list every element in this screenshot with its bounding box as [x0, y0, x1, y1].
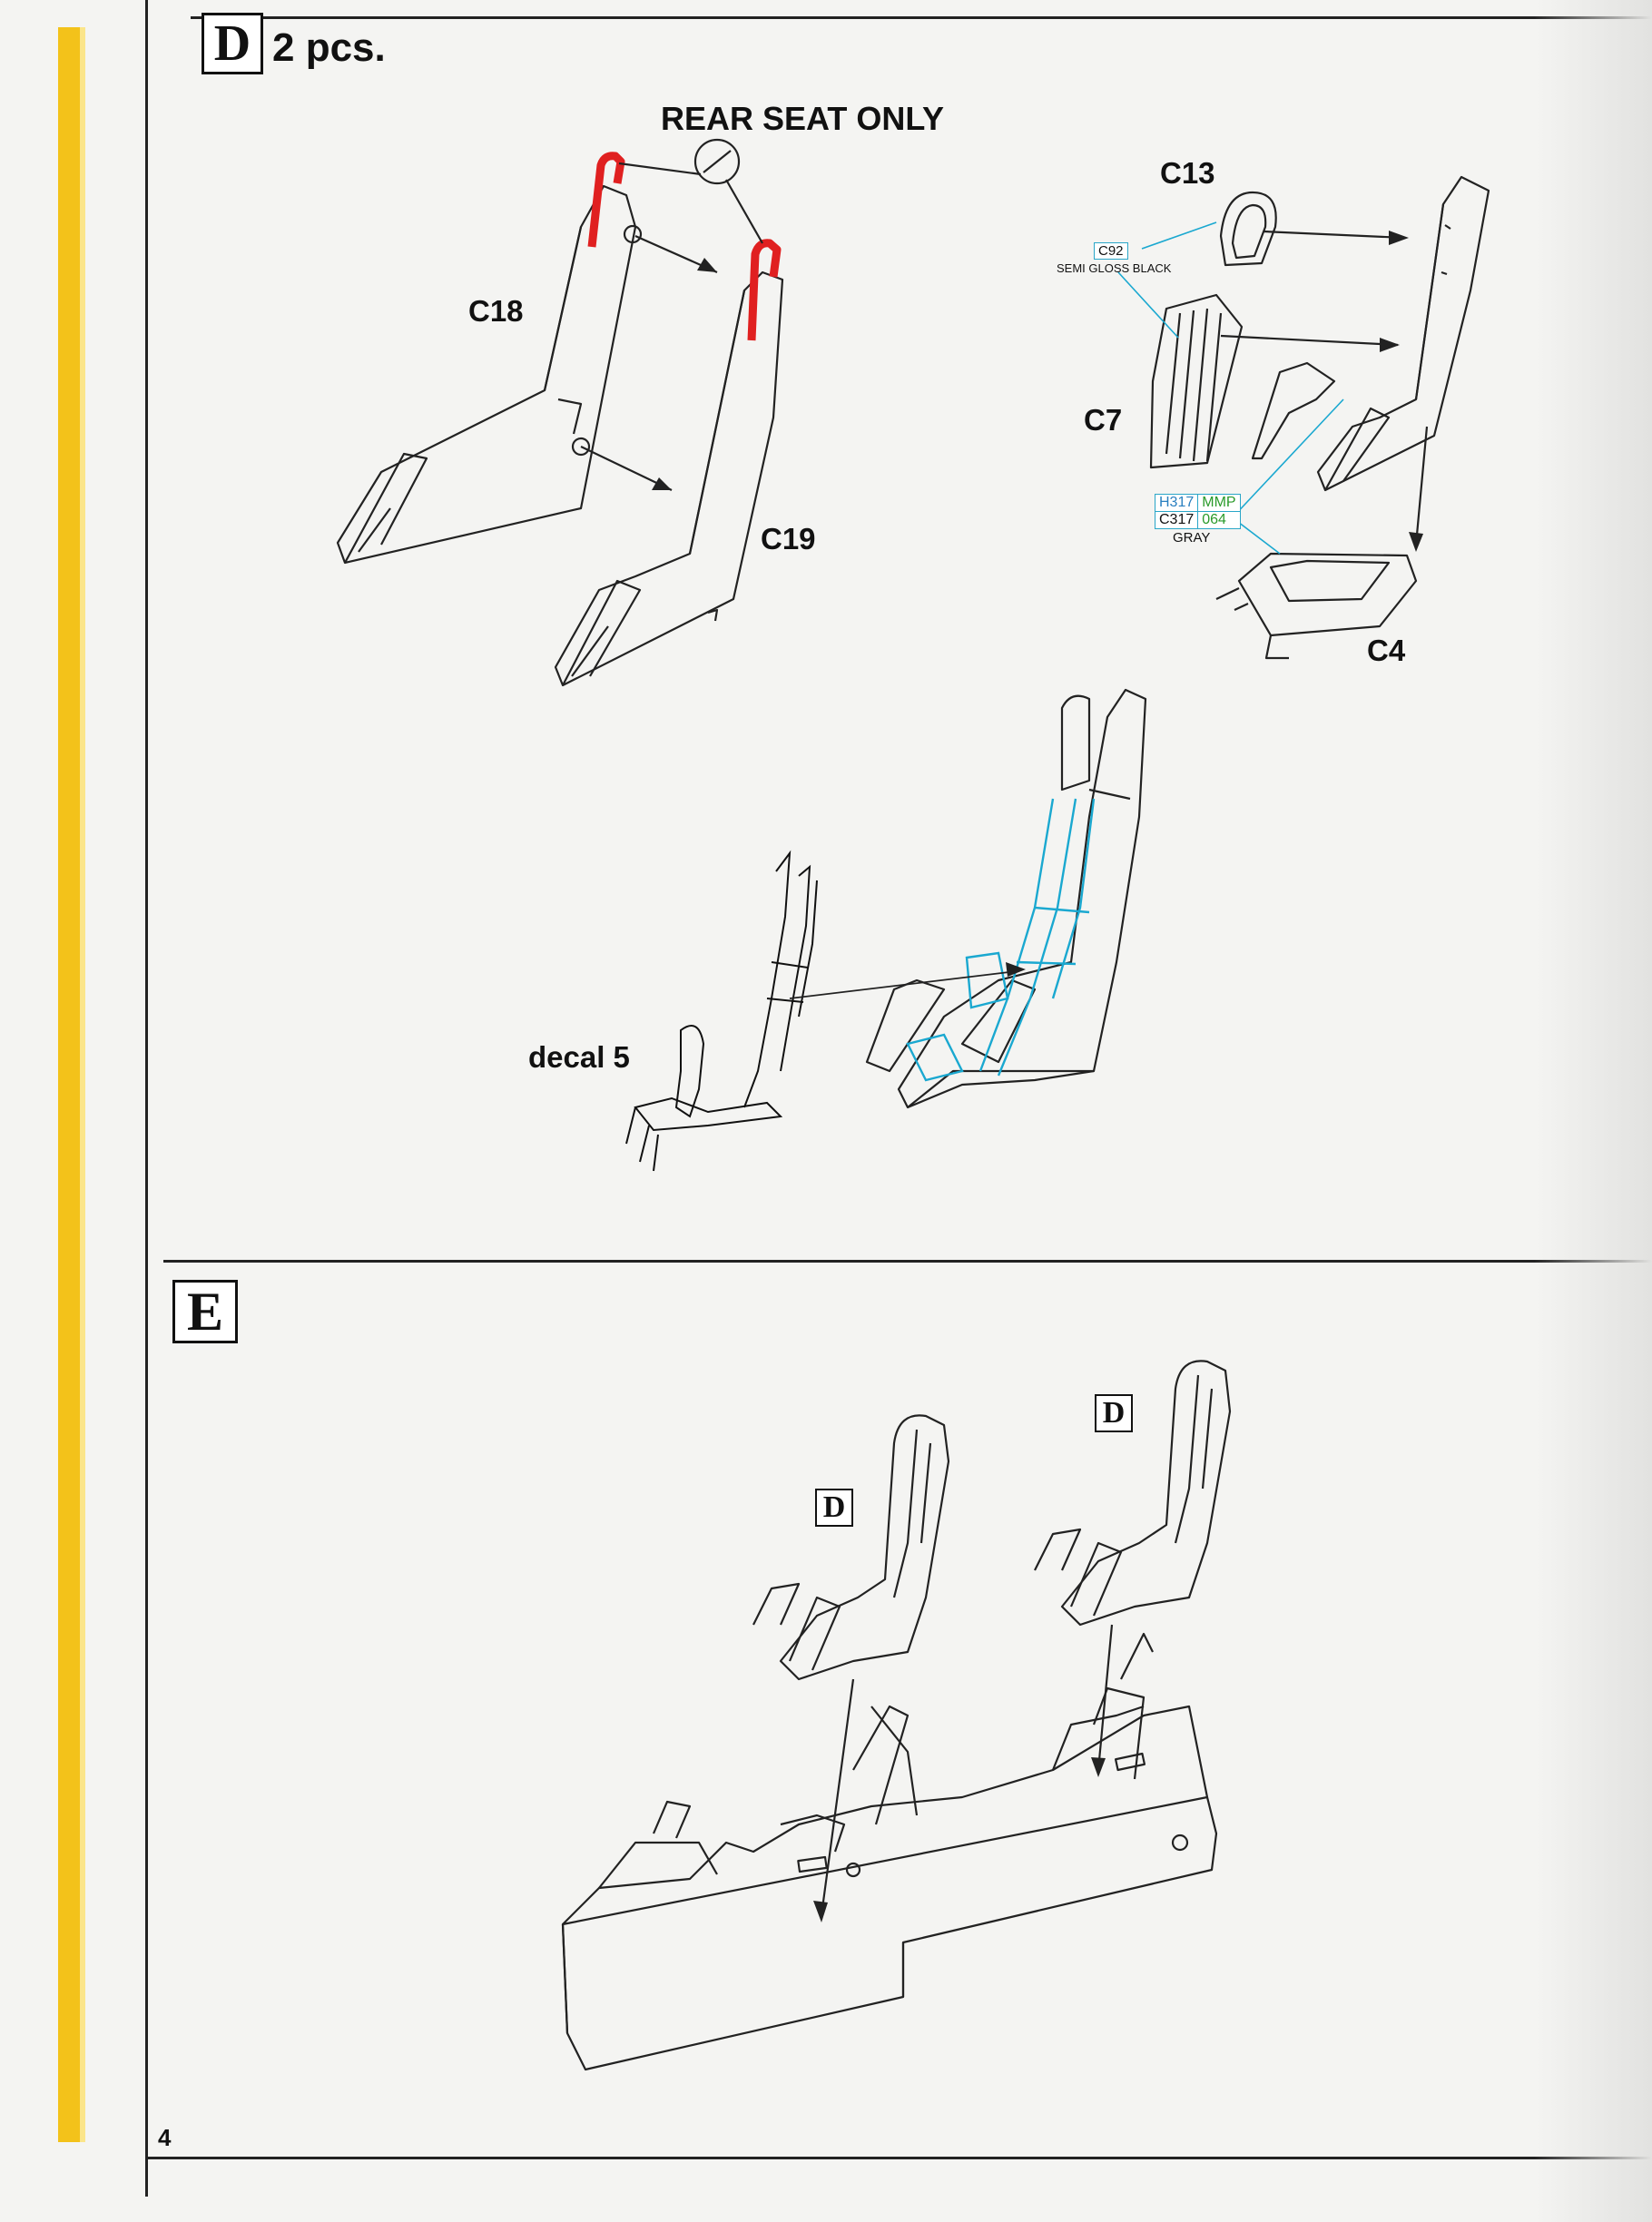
- paint-leader-lines: [1117, 221, 1344, 555]
- part-label-c19: C19: [761, 522, 816, 556]
- cockpit-tub-drawing: [561, 1360, 1232, 2071]
- paint-name-gray: GRAY: [1173, 530, 1211, 546]
- rear-seat-step-d-marker: D: [1095, 1394, 1133, 1432]
- rear-seat-only-note: REAR SEAT ONLY: [661, 100, 945, 137]
- paint-code-c92: C92: [1094, 242, 1128, 260]
- step-e-badge: E: [172, 1280, 238, 1343]
- paint-code-table-gray: H317 MMP C317 064: [1154, 494, 1241, 529]
- part-c19-drawing: [554, 270, 784, 687]
- decal-label: decal 5: [528, 1040, 630, 1074]
- frame-bottom-line: [145, 2157, 1652, 2159]
- paint-mmp-label: MMP: [1197, 494, 1241, 512]
- front-seat-step-d-marker: D: [815, 1489, 853, 1527]
- binding-strip-highlight: [80, 27, 85, 2142]
- paint-c-code: C317: [1154, 511, 1199, 529]
- harness-cyan: [906, 798, 1096, 1082]
- c19-red-handle: [747, 239, 782, 341]
- assembled-seat-drawing: [865, 688, 1147, 1109]
- decal-5-harness-drawing: [625, 850, 818, 1172]
- paint-name-semi-gloss-black: SEMI GLOSS BLACK: [1057, 261, 1172, 275]
- step-divider: [163, 1260, 1652, 1263]
- rear-seat-callout-circle: [693, 138, 741, 185]
- frame-top-line: [191, 16, 1652, 19]
- paint-h-code: H317: [1154, 494, 1199, 512]
- part-label-c18: C18: [468, 294, 524, 328]
- page-curl-shadow: [1534, 0, 1652, 2222]
- page-number: 4: [158, 2124, 172, 2151]
- step-d-quantity: 2 pcs.: [272, 25, 386, 70]
- part-label-c13: C13: [1160, 156, 1215, 190]
- paint-mmp-code: 064: [1197, 511, 1241, 529]
- step-d-badge: D: [202, 13, 263, 74]
- part-label-c4: C4: [1367, 634, 1406, 667]
- c18-red-handle: [587, 152, 625, 248]
- part-c18-drawing: [336, 184, 643, 565]
- frame-left-line: [145, 0, 148, 2197]
- part-label-c7: C7: [1084, 403, 1123, 437]
